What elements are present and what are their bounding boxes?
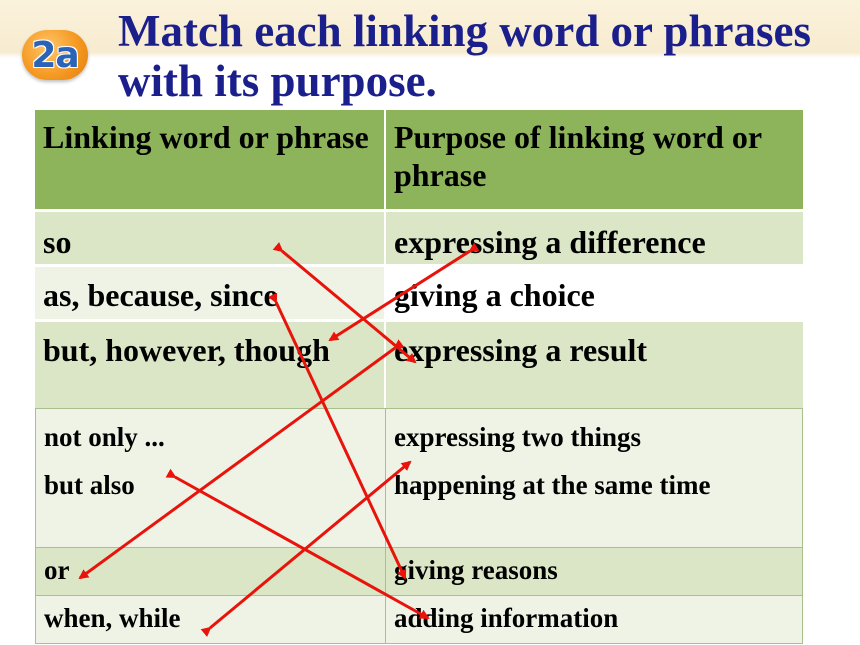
table-row: as, because, since giving a choice [35,263,803,320]
matching-table: Linking word or phrase Purpose of linkin… [35,110,803,418]
cell-purpose: adding information [385,595,803,644]
table-row: but, however, though expressing a result [35,318,803,418]
cell-purpose: giving a choice [384,263,803,320]
exercise-badge: 2a [22,30,88,80]
line-expressing-two-things: expressing two things [394,422,642,452]
matching-table-extra: not only ... but also expressing two thi… [35,408,803,644]
title-band [0,0,860,58]
line-but-also: but also [44,470,135,500]
cell-linking-word: when, while [35,595,386,644]
page-title: Match each linking word or phrases with … [118,6,811,106]
table-header-row: Linking word or phrase Purpose of linkin… [35,110,803,210]
table-row: or giving reasons [35,547,803,596]
line-not-only: not only ... [44,422,165,452]
cell-linking-word: as, because, since [35,263,385,320]
table-row: not only ... but also expressing two thi… [35,408,803,548]
header-purpose: Purpose of linking word or phrase [384,110,803,210]
line-happening-same-time: happening at the same time [394,470,711,500]
cell-purpose: giving reasons [385,547,803,596]
table-row: so expressing a difference [35,208,803,265]
cell-purpose: expressing two things happening at the s… [385,408,803,548]
cell-linking-word: so [35,208,385,265]
cell-linking-word: not only ... but also [35,408,386,548]
cell-linking-word: but, however, though [35,318,385,418]
cell-purpose: expressing a result [384,318,803,418]
cell-linking-word: or [35,547,386,596]
cell-purpose: expressing a difference [384,208,803,265]
header-linking-word: Linking word or phrase [35,110,385,210]
table-row: when, while adding information [35,595,803,644]
badge-label: 2a [31,34,79,76]
